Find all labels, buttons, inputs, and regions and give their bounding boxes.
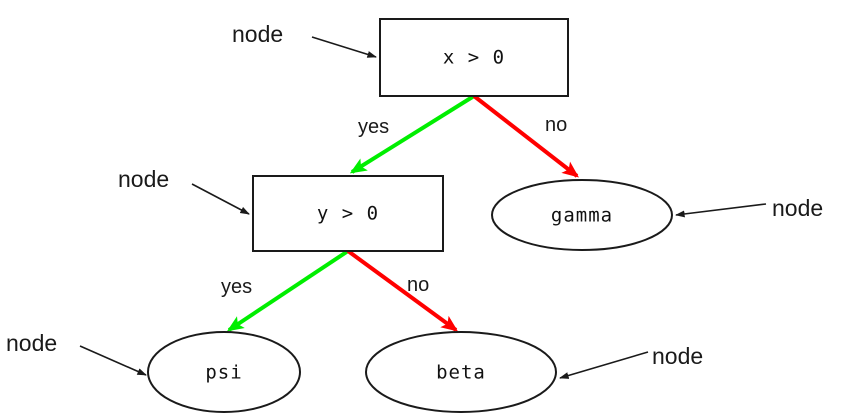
edge-label-root-yes: yes <box>358 116 389 138</box>
node-psi-shape[interactable] <box>147 331 301 413</box>
node-second[interactable]: y > 0 <box>252 175 444 252</box>
edge-labels: yes no yes no <box>221 114 567 298</box>
annotation-psi-leader <box>79 345 147 376</box>
edge-root-no-line <box>472 94 579 178</box>
node-psi-label: psi <box>205 362 242 384</box>
annotation-psi: node <box>6 330 147 376</box>
annotation-root-leader <box>311 36 377 58</box>
edge-label-root-no: no <box>545 114 567 136</box>
node-second-label: y > 0 <box>317 203 379 225</box>
node-second-shape[interactable] <box>252 175 444 252</box>
tree-edges <box>226 94 579 332</box>
annotation-psi-label: node <box>6 330 57 356</box>
annotation-second: node <box>118 166 250 215</box>
node-beta-label: beta <box>436 362 486 384</box>
node-gamma[interactable]: gamma <box>491 179 673 251</box>
annotation-beta: node <box>559 343 703 379</box>
edge-second-yes-line <box>226 249 350 332</box>
edge-label-second-yes: yes <box>221 276 252 298</box>
annotation-root: node <box>232 21 377 58</box>
edge-second-no-line <box>346 249 459 332</box>
annotation-gamma-leader <box>675 203 767 218</box>
edge-root-yes-line <box>349 94 476 174</box>
annotation-second-leader <box>191 183 250 215</box>
annotations: node node node node node <box>6 21 823 379</box>
edge-label-second-no: no <box>407 274 429 296</box>
node-beta-shape[interactable] <box>365 331 557 413</box>
annotation-root-label: node <box>232 21 283 47</box>
node-gamma-shape[interactable] <box>491 179 673 251</box>
annotation-gamma-label: node <box>772 195 823 221</box>
annotation-second-label: node <box>118 166 169 192</box>
tree-nodes: x > 0 y > 0 gamma psi beta <box>147 18 673 413</box>
annotation-gamma: node <box>675 195 823 221</box>
node-root[interactable]: x > 0 <box>379 18 569 97</box>
node-beta[interactable]: beta <box>365 331 557 413</box>
node-root-label: x > 0 <box>443 47 505 69</box>
annotation-beta-leader <box>559 351 649 379</box>
annotation-beta-label: node <box>652 343 703 369</box>
node-psi[interactable]: psi <box>147 331 301 413</box>
node-root-shape[interactable] <box>379 18 569 97</box>
node-gamma-label: gamma <box>551 205 613 227</box>
